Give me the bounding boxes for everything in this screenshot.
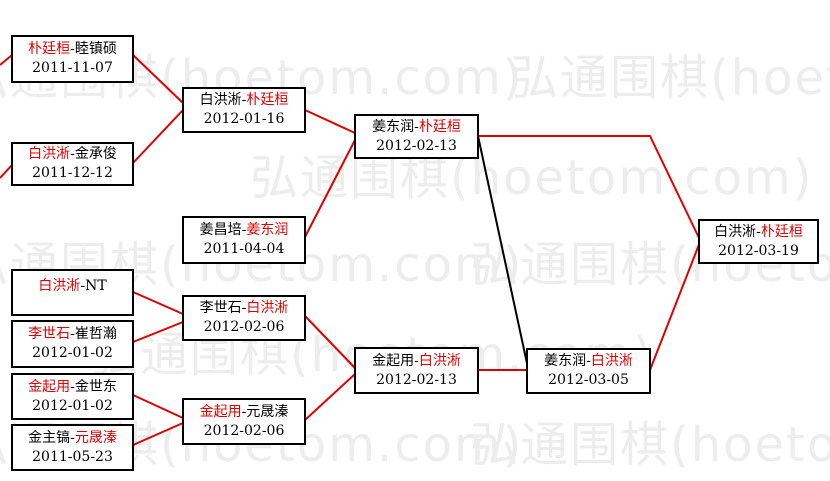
player-winner: 白洪淅 xyxy=(38,278,81,294)
separator: - xyxy=(70,146,75,162)
connector-line xyxy=(304,373,356,421)
match-box: 白洪淅-朴廷桓 2012-01-16 xyxy=(182,87,306,133)
separator: - xyxy=(70,326,75,342)
match-date: 2012-03-05 xyxy=(548,372,629,388)
player-winner: 朴廷桓 xyxy=(418,118,461,135)
connector-line xyxy=(304,139,356,238)
player-name: 金主镐 xyxy=(28,429,71,446)
player-name: 姜东润 xyxy=(372,118,415,135)
match-box: 金主镐-元晟溱 2011-05-23 xyxy=(11,424,134,471)
connector-line xyxy=(0,54,13,66)
match-date: 2012-02-13 xyxy=(376,371,457,388)
player-winner: 白洪淅 xyxy=(246,300,289,316)
separator: - xyxy=(70,429,75,446)
player-name: 白洪淅 xyxy=(199,92,242,108)
player-winner: 姜东润 xyxy=(246,222,289,238)
connector-line xyxy=(132,291,184,315)
player-name: 李世石 xyxy=(199,300,242,316)
match-box: 白洪淅-金承俊 2011-12-12 xyxy=(11,142,134,186)
player-name: 姜昌培 xyxy=(199,222,242,238)
player-name: 睦镇硕 xyxy=(74,41,117,57)
player-winner: 朴廷桓 xyxy=(28,41,71,57)
connector-line xyxy=(304,315,356,369)
connector-line xyxy=(477,135,529,369)
match-date: 2012-02-06 xyxy=(203,422,285,439)
separator: - xyxy=(414,118,419,135)
match-box: 金起用-金世东 2012-01-02 xyxy=(11,373,134,420)
player-name: 金世东 xyxy=(74,378,117,395)
match-date: 2012-02-13 xyxy=(376,137,457,154)
connector-line xyxy=(0,164,13,179)
connector-line xyxy=(132,109,184,164)
match-date: 2012-01-02 xyxy=(32,345,113,361)
match-date: 2012-01-02 xyxy=(32,397,113,414)
match-box: 姜东润-朴廷桓 2012-02-13 xyxy=(354,114,479,159)
separator: - xyxy=(414,352,419,369)
player-winner: 白洪淅 xyxy=(28,146,71,162)
match-date: 2012-03-19 xyxy=(718,242,799,259)
separator: - xyxy=(241,403,247,420)
separator: - xyxy=(80,278,86,294)
match-box: 朴廷桓-睦镇硕 2011-11-07 xyxy=(11,35,134,83)
separator: - xyxy=(70,378,75,395)
connector-line xyxy=(304,109,356,134)
separator: - xyxy=(241,300,247,316)
match-date: 2011-05-23 xyxy=(32,448,113,465)
connector-line xyxy=(132,54,184,104)
player-winner: 白洪淅 xyxy=(418,352,461,369)
match-box: 姜东润-白洪淅 2012-03-05 xyxy=(526,348,651,394)
connector-line xyxy=(132,321,184,343)
player-name: 金承俊 xyxy=(74,146,117,162)
separator: - xyxy=(70,41,75,57)
player-winner: 朴廷桓 xyxy=(760,223,803,240)
connector-line xyxy=(132,394,184,419)
match-box: 金起用-白洪淅 2012-02-13 xyxy=(354,347,479,394)
match-date: 2011-11-07 xyxy=(32,60,113,76)
match-box: 姜昌培-姜东润 2011-04-04 xyxy=(182,216,306,264)
player-winner: 金起用 xyxy=(28,378,71,395)
player-winner: 白洪淅 xyxy=(590,353,633,369)
separator: - xyxy=(586,353,591,369)
player-winner: 金起用 xyxy=(199,403,242,420)
match-box: 李世石-崔哲瀚 2012-01-02 xyxy=(11,320,134,368)
match-box: 金起用-元晟溱 2012-02-06 xyxy=(182,398,306,445)
connector-line xyxy=(478,135,701,241)
separator: - xyxy=(241,222,247,238)
player-name: 白洪淅 xyxy=(714,223,757,240)
match-date: 2011-12-12 xyxy=(32,165,113,181)
match-box: 白洪淅-NT xyxy=(11,269,134,316)
player-name: 崔哲瀚 xyxy=(74,326,117,342)
match-date: 2012-01-16 xyxy=(203,111,285,127)
connector-line xyxy=(132,422,184,446)
match-box: 白洪淅-朴廷桓 2012-03-19 xyxy=(698,219,819,264)
match-date: 2011-04-04 xyxy=(203,241,285,257)
player-name: 金起用 xyxy=(372,352,415,369)
connector-line xyxy=(649,241,701,371)
match-date: 2012-02-06 xyxy=(203,319,285,335)
match-box: 李世石-白洪淅 2012-02-06 xyxy=(182,295,306,341)
player-winner: 李世石 xyxy=(28,326,71,342)
separator: - xyxy=(241,92,247,108)
player-winner: 元晟溱 xyxy=(74,429,117,446)
player-name: 元晟溱 xyxy=(246,403,289,420)
player-name: 姜东润 xyxy=(544,353,587,369)
player-winner: 朴廷桓 xyxy=(246,92,289,108)
player-name: NT xyxy=(85,278,107,294)
separator: - xyxy=(756,223,761,240)
